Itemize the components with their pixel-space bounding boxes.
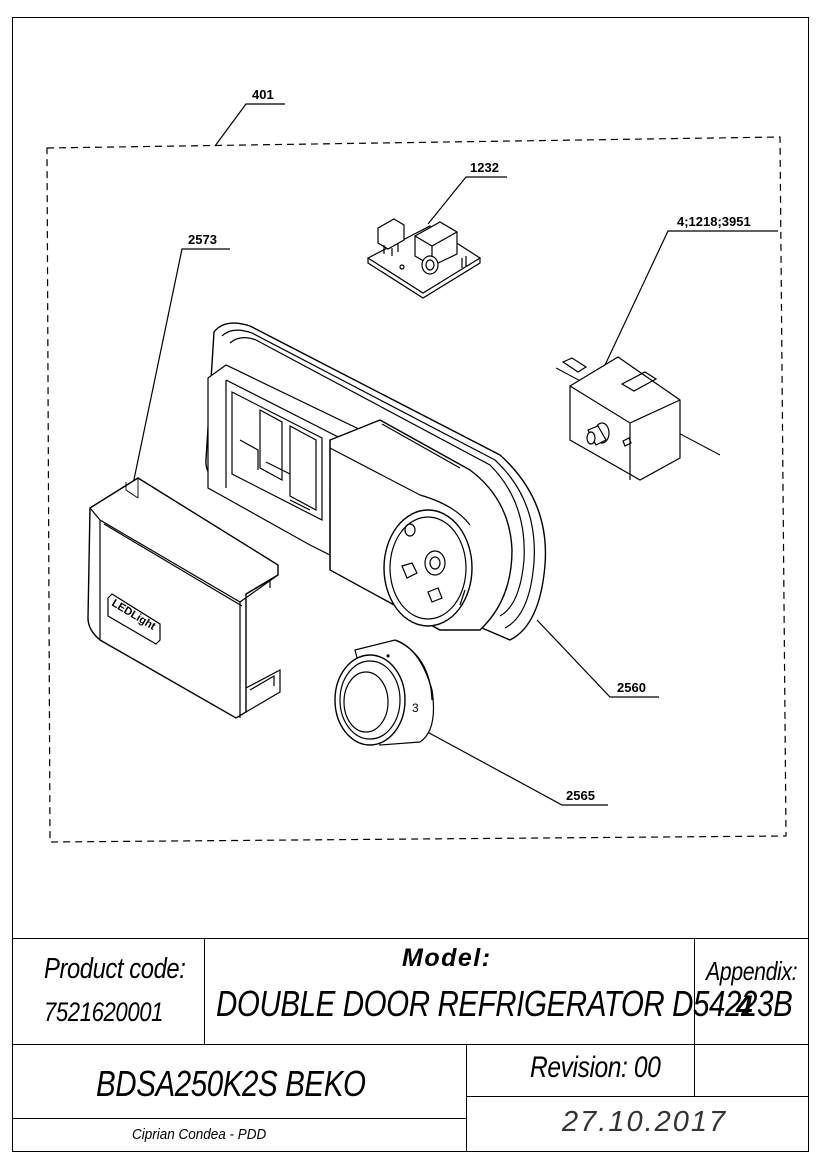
callout-2565: 2565 — [566, 788, 595, 803]
revision: Revision: 00 — [530, 1051, 661, 1084]
leader-thermostat — [597, 230, 778, 381]
knob-mark-side: 3 — [412, 701, 419, 715]
sheet-frame — [12, 17, 809, 1152]
callout-1232: 1232 — [470, 160, 499, 175]
model-value: DOUBLE DOOR REFRIGERATOR D54223B — [216, 983, 793, 1024]
exploded-view-drawing: LEDLight • 3 — [46, 103, 787, 843]
callout-2573: 2573 — [188, 232, 217, 247]
leader-2560 — [536, 619, 659, 698]
product-code-value: 7521620001 — [44, 997, 164, 1027]
leader-2565 — [419, 727, 608, 806]
thermostat-part — [555, 356, 721, 481]
appendix-label: Appendix: — [706, 956, 798, 986]
date: 27.10.2017 — [562, 1106, 728, 1138]
housing-part — [205, 322, 547, 641]
model-label: Model: — [402, 944, 492, 972]
appendix-value: 4 — [736, 990, 753, 1023]
callout-2560: 2560 — [617, 680, 646, 695]
knob-part — [334, 639, 435, 746]
assembly-boundary — [46, 136, 787, 843]
callout-401: 401 — [252, 87, 274, 102]
circuit-board-part — [366, 218, 482, 299]
part-number: BDSA250K2S BEKO — [96, 1063, 366, 1104]
leader-1232 — [427, 176, 507, 225]
knob-mark-top: • — [386, 649, 390, 663]
leader-401 — [214, 103, 285, 147]
callout-thermostat: 4;1218;3951 — [677, 214, 751, 229]
light-cover-part — [87, 477, 281, 719]
author: Ciprian Condea - PDD — [132, 1126, 267, 1143]
leader-2573 — [131, 248, 230, 490]
product-code-label: Product code: — [44, 953, 186, 985]
